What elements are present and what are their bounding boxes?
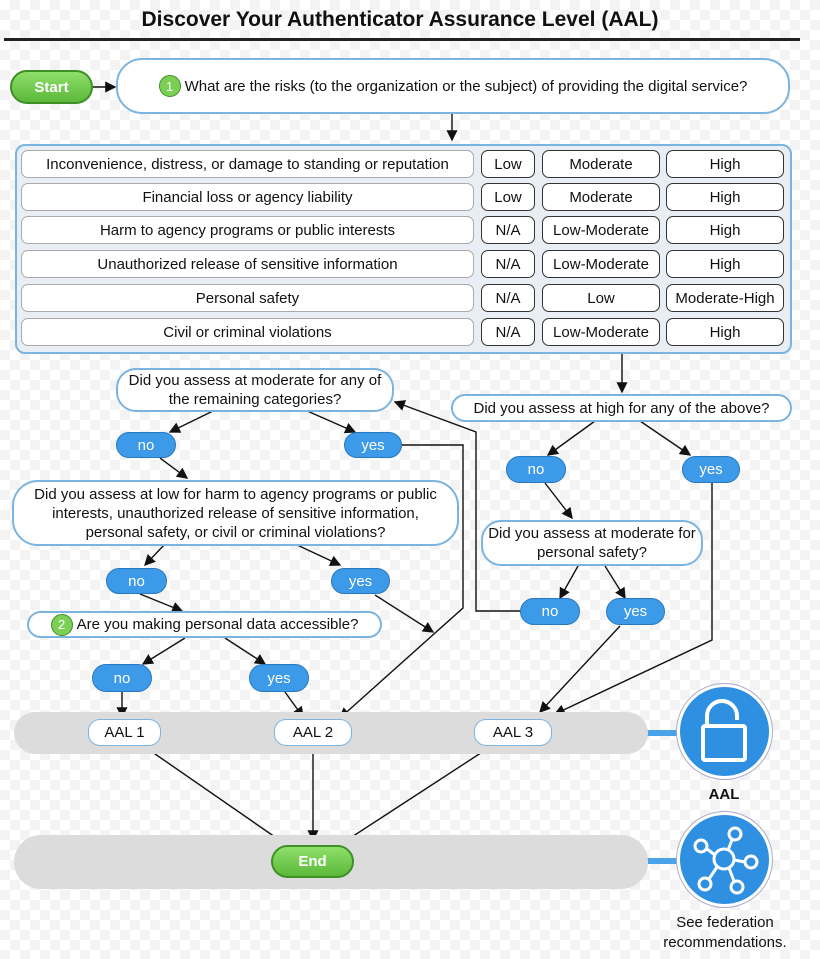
no-to-qlowharm-arrow (159, 457, 189, 479)
question-assess-high-text: Did you assess at high for any of the ab… (473, 399, 770, 417)
risk-level-moderate: Low (542, 284, 660, 312)
answer-no: no (116, 432, 176, 458)
question-1: 1 What are the risks (to the organizatio… (116, 58, 790, 114)
q2-to-yes-arrow (224, 637, 267, 665)
risk-category: Inconvenience, distress, or damage to st… (21, 150, 474, 178)
risk-level-low: N/A (481, 250, 535, 278)
qhigh-to-no-arrow (546, 420, 596, 456)
question-assess-low-harm: Did you assess at low for harm to agency… (12, 480, 459, 546)
answer-yes: yes (606, 598, 665, 625)
risk-category: Financial loss or agency liability (21, 183, 474, 211)
risk-level-high: Moderate-High (666, 284, 784, 312)
risk-category: Unauthorized release of sensitive inform… (21, 250, 474, 278)
qhigh-to-yes-arrow (639, 420, 692, 456)
answer-no: no (506, 456, 566, 483)
step-number-1: 1 (158, 75, 181, 97)
question-1-text: What are the risks (to the organization … (184, 77, 748, 95)
risk-level-moderate: Low-Moderate (542, 318, 660, 346)
answer-yes: yes (249, 664, 309, 692)
risk-level-low: N/A (481, 318, 535, 346)
risk-level-high: High (666, 250, 784, 278)
answer-yes: yes (331, 568, 390, 594)
yes-to-aal3-arrow-b (553, 483, 713, 715)
federation-caption-line-1: See federation (676, 914, 774, 931)
aal-1-node: AAL 1 (88, 719, 161, 746)
qlowharm-to-yes-arrow (294, 543, 342, 566)
risk-level-low: Low (481, 150, 535, 178)
risk-level-moderate: Moderate (542, 150, 660, 178)
answer-no: no (520, 598, 580, 625)
no-to-qmodremaining-arrow (393, 400, 520, 612)
federation-caption: See federation recommendations. (640, 913, 810, 953)
question-moderate-personal-safety-text: Did you assess at moderate for personal … (488, 525, 696, 561)
step-number-2: 2 (50, 613, 73, 636)
aal1-to-end-arrow (144, 746, 290, 847)
no-to-qmodsafety-arrow (544, 482, 573, 520)
answer-yes: yes (682, 456, 740, 483)
question-2-text: Are you making personal data accessible? (76, 616, 359, 633)
answer-yes: yes (344, 432, 402, 458)
risk-level-high: High (666, 318, 784, 346)
aal-caption: AAL (708, 786, 740, 803)
qmodsafety-to-no-arrow (559, 565, 579, 600)
question-moderate-personal-safety: Did you assess at moderate for personal … (481, 520, 703, 566)
no-to-q2-arrow (139, 593, 184, 613)
page-title: Discover Your Authenticator Assurance Le… (141, 8, 659, 31)
question-assess-high: Did you assess at high for any of the ab… (451, 394, 792, 422)
risk-level-moderate: Low-Moderate (542, 216, 660, 244)
risk-level-moderate: Low-Moderate (542, 250, 660, 278)
federation-caption-line-2: recommendations. (663, 934, 787, 951)
qmodsafety-to-yes-arrow (604, 565, 626, 600)
risk-level-high: High (666, 216, 784, 244)
start-node: Start (10, 70, 93, 104)
qmodremaining-to-no-arrow (168, 409, 216, 433)
risk-level-high: High (666, 183, 784, 211)
risk-level-low: Low (481, 183, 535, 211)
risk-level-high: High (666, 150, 784, 178)
question-assess-moderate-remaining: Did you assess at moderate for any of th… (116, 368, 394, 412)
answer-no: no (92, 664, 152, 692)
title-divider (4, 38, 800, 41)
q2-to-no-arrow (141, 637, 186, 665)
federation-network-icon (677, 812, 772, 907)
yes-to-aal2-arrow-a (338, 444, 464, 719)
lock-icon (677, 684, 772, 779)
question-assess-low-harm-text: Did you assess at low for harm to agency… (34, 485, 437, 541)
risk-category: Civil or criminal violations (21, 318, 474, 346)
end-label: End (298, 853, 327, 870)
risk-level-low: N/A (481, 284, 535, 312)
start-label: Start (34, 78, 69, 96)
risk-category: Harm to agency programs or public intere… (21, 216, 474, 244)
risk-level-moderate: Moderate (542, 183, 660, 211)
risk-category: Personal safety (21, 284, 474, 312)
aal3-to-end-arrow (336, 746, 491, 847)
answer-no: no (106, 568, 167, 594)
question-2: 2 Are you making personal data accessibl… (27, 611, 382, 638)
qmodremaining-to-yes-arrow (304, 409, 357, 434)
yes-to-aal3-arrow-a (539, 625, 621, 714)
aal-2-node: AAL 2 (274, 719, 352, 746)
aal-3-node: AAL 3 (474, 719, 552, 746)
risk-level-low: N/A (481, 216, 535, 244)
qlowharm-to-no-arrow (144, 543, 166, 567)
end-node: End (271, 845, 354, 878)
question-assess-moderate-remaining-text: Did you assess at moderate for any of th… (128, 372, 382, 408)
yes-to-aal2-arrow-b (374, 594, 435, 633)
